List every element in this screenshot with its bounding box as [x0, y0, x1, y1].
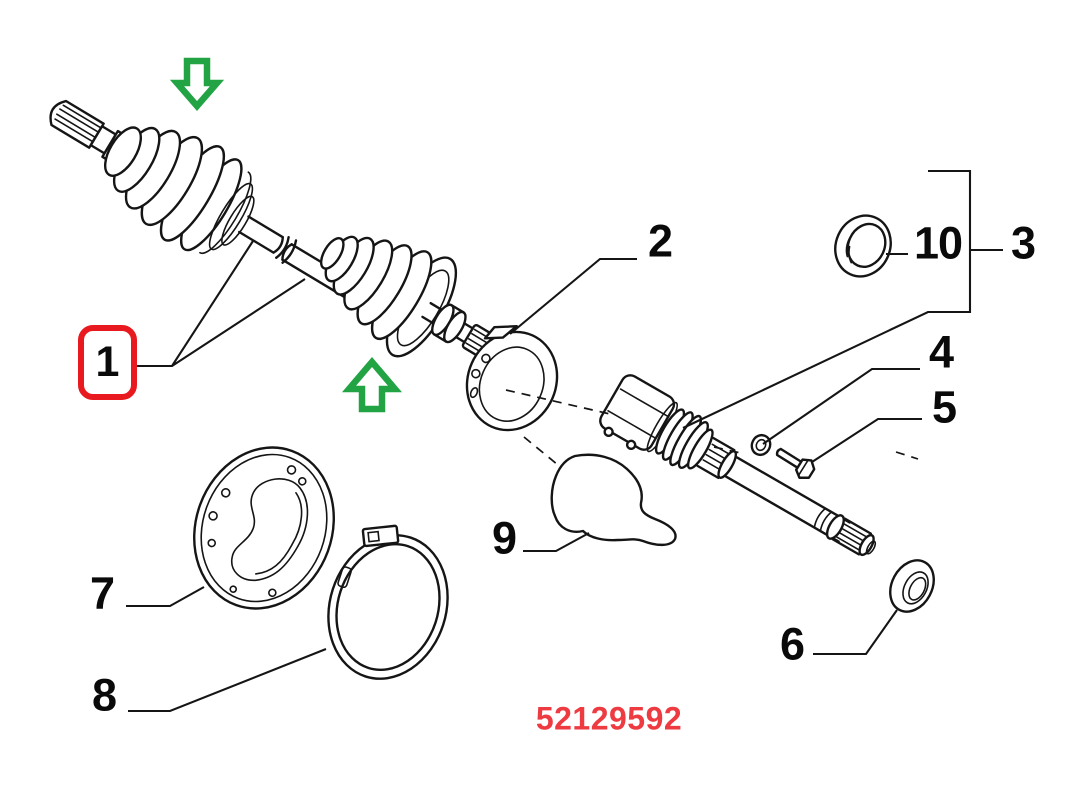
end-cap	[889, 559, 935, 613]
green-arrow-down-icon	[169, 57, 225, 111]
seal-ring	[834, 214, 892, 278]
boot-clamp-band	[327, 524, 449, 680]
grease-pack	[550, 453, 677, 547]
callout-2-label: 2	[647, 215, 673, 267]
callout-8-label: 8	[91, 669, 117, 721]
callout-5-label: 5	[931, 381, 957, 433]
leader-lines	[126, 169, 1003, 713]
callout-1-label: 1	[95, 338, 120, 386]
part-number: 52129592	[535, 700, 683, 737]
bolt	[775, 447, 816, 479]
callout-1-box: 1	[78, 325, 137, 400]
snap-ring	[750, 433, 772, 457]
clamp-ring	[465, 324, 559, 432]
callout-7-label: 7	[89, 567, 115, 619]
callout-6-label: 6	[779, 618, 805, 670]
callout-3-label: 3	[1010, 217, 1036, 269]
assembly-axis-dashes	[505, 389, 919, 466]
inner-joint-and-shaft	[599, 374, 877, 557]
green-arrow-up-icon	[341, 356, 403, 413]
callout-10-label: 10	[913, 217, 963, 269]
callout-9-label: 9	[491, 512, 517, 564]
boot-retainer-plate	[193, 446, 335, 610]
callout-4-label: 4	[928, 326, 954, 378]
outer-cv-joint-with-boot	[49, 99, 298, 264]
